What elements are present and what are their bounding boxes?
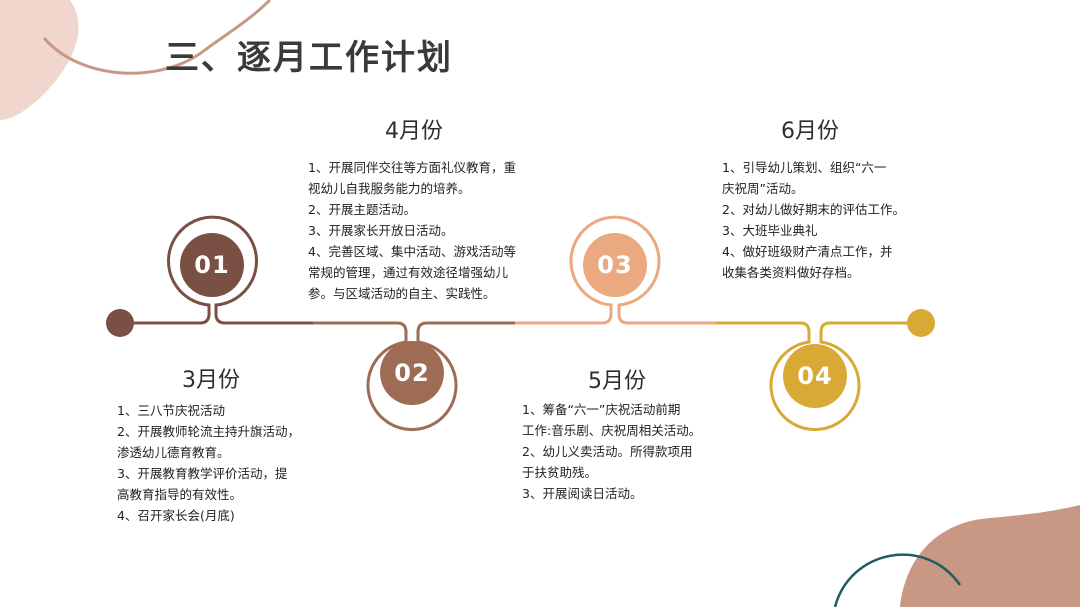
plan-item: 1、引导幼儿策划、组织“六一 庆祝周”活动。 xyxy=(722,160,887,196)
step-circle-4 xyxy=(783,344,847,408)
plan-item: 2、开展主题活动。 xyxy=(308,202,416,217)
month-heading-april: 4月份 xyxy=(385,119,443,144)
plan-item: 4、完善区域、集中活动、游戏活动等 常规的管理，通过有效途径增强幼儿 参。与区域… xyxy=(308,244,516,301)
step-number-4: 04 xyxy=(797,362,833,390)
timeline-end-dot xyxy=(907,309,935,337)
timeline-segment-1 xyxy=(134,215,313,325)
june-plan-list: 1、引导幼儿策划、组织“六一 庆祝周”活动。 2、对幼儿做好期末的评估工作。 3… xyxy=(722,157,942,283)
plan-item: 3、开展阅读日活动。 xyxy=(522,486,643,501)
plan-item: 2、幼儿义卖活动。所得款项用 于扶贫助残。 xyxy=(522,444,693,480)
month-heading-may: 5月份 xyxy=(588,369,646,394)
corner-curve-bottom-right xyxy=(833,553,962,607)
plan-item: 2、开展教师轮流主持升旗活动， 渗透幼儿德育教育。 xyxy=(117,424,300,460)
step-number-1: 01 xyxy=(194,251,230,279)
step-circle-2 xyxy=(380,341,444,405)
step-circle-1 xyxy=(180,233,244,297)
plan-item: 1、三八节庆祝活动 xyxy=(117,403,225,418)
step-number-3: 03 xyxy=(597,251,633,279)
march-plan-list: 1、三八节庆祝活动 2、开展教师轮流主持升旗活动， 渗透幼儿德育教育。 3、开展… xyxy=(117,400,322,526)
april-plan-list: 1、开展同伴交往等方面礼仪教育，重 视幼儿自我服务能力的培养。 2、开展主题活动… xyxy=(308,157,548,304)
corner-curve-top-left xyxy=(42,0,272,75)
plan-item: 1、筹备“六一”庆祝活动前期 工作:音乐剧、庆祝周相关活动。 xyxy=(522,402,702,438)
timeline-segment-3 xyxy=(515,215,716,325)
step-circle-3 xyxy=(583,233,647,297)
may-plan-list: 1、筹备“六一”庆祝活动前期 工作:音乐剧、庆祝周相关活动。 2、幼儿义卖活动。… xyxy=(522,399,737,504)
corner-blob-bottom-right xyxy=(900,505,1080,607)
page-title: 三、逐月工作计划 xyxy=(165,38,453,78)
plan-item: 4、做好班级财产清点工作，并 收集各类资料做好存档。 xyxy=(722,244,893,280)
plan-item: 1、开展同伴交往等方面礼仪教育，重 视幼儿自我服务能力的培养。 xyxy=(308,160,516,196)
plan-item: 3、开展家长开放日活动。 xyxy=(308,223,454,238)
month-heading-june: 6月份 xyxy=(781,119,839,144)
corner-blob-top-left xyxy=(0,0,79,120)
plan-item: 2、对幼儿做好期末的评估工作。 xyxy=(722,202,905,217)
plan-item: 3、大班毕业典礼 xyxy=(722,223,818,238)
plan-item: 3、开展教育教学评价活动，提 高教育指导的有效性。 xyxy=(117,466,288,502)
timeline-segment-4 xyxy=(716,321,907,432)
month-heading-march: 3月份 xyxy=(182,368,240,393)
step-number-2: 02 xyxy=(394,359,430,387)
timeline-start-dot xyxy=(106,309,134,337)
plan-item: 4、召开家长会(月底) xyxy=(117,508,235,523)
